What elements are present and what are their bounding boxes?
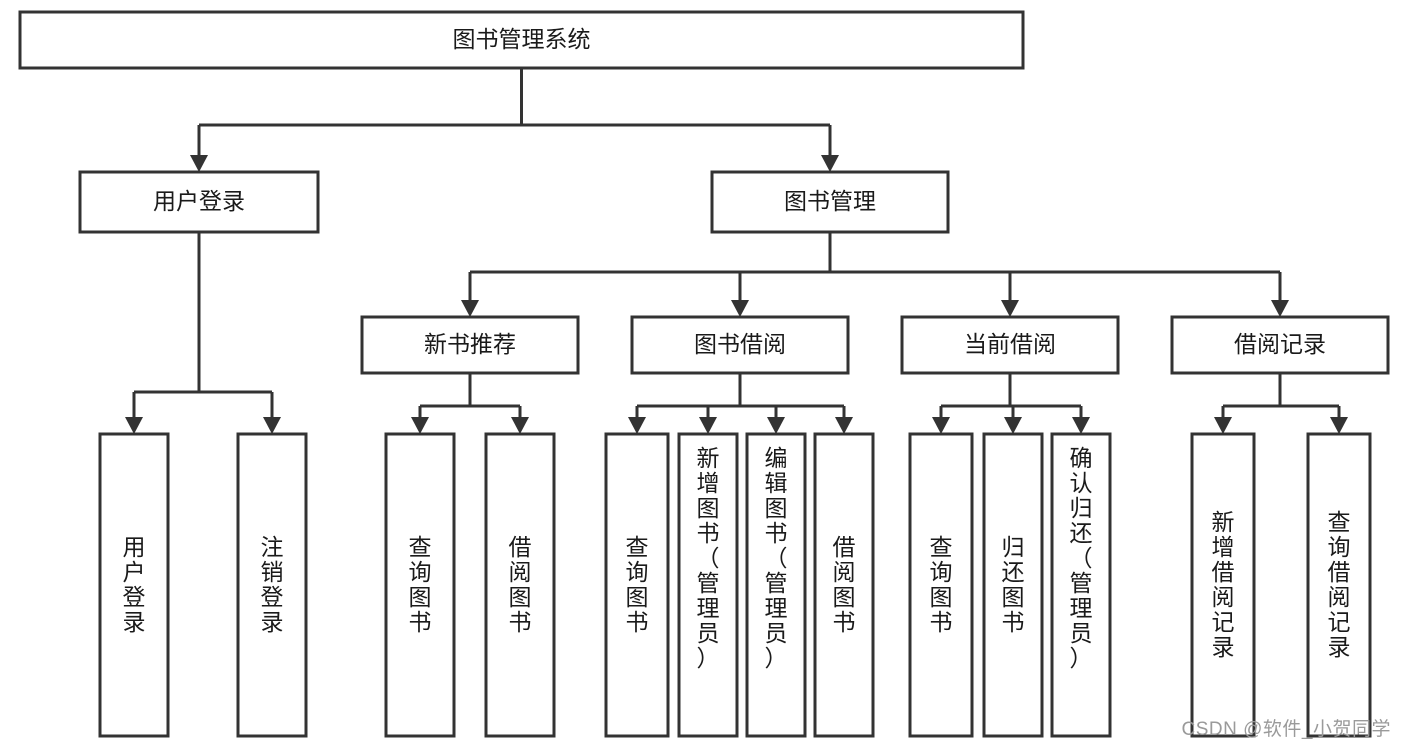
node-box[interactable] [360,315,580,375]
node-label: 用户登录 [123,534,146,635]
node-label: 查询图书 [930,534,953,635]
node-box[interactable] [900,315,1120,375]
node-label: 用户登录 [153,188,245,214]
conn-current-borrow-arrow-0 [932,417,950,434]
conn-borrow-record-arrow-0 [1214,417,1232,434]
conn-book-borrow-arrow-1 [699,417,717,434]
conn-new-book-recommend-arrow-1 [511,417,529,434]
node-book-borrow[interactable]: 图书借阅 [630,315,850,375]
node-label: 图书借阅 [694,331,786,357]
node-box[interactable] [484,432,556,738]
node-label: 查询借阅记录 [1328,509,1351,660]
node-box[interactable] [1050,432,1112,738]
conn-book-management-arrow-0 [461,300,479,317]
node-book-management[interactable]: 图书管理 [710,170,950,234]
node-leaf-query-record[interactable]: 查询借阅记录 [1306,432,1372,738]
node-box[interactable] [710,170,950,234]
conn-book-borrow-arrow-2 [767,417,785,434]
node-borrow-record[interactable]: 借阅记录 [1170,315,1390,375]
node-label: 新增图书（管理员） [697,445,720,671]
node-leaf-confirm-return[interactable]: 确认归还（管理员） [1050,432,1112,738]
node-label: 查询图书 [626,534,649,635]
node-leaf-borrow-book-new[interactable]: 借阅图书 [484,432,556,738]
node-leaf-edit-book[interactable]: 编辑图书（管理员） [745,432,807,738]
node-box[interactable] [982,432,1044,738]
conn-borrow-record-arrow-1 [1330,417,1348,434]
node-box[interactable] [1306,432,1372,738]
node-new-book-recommend[interactable]: 新书推荐 [360,315,580,375]
node-user-login[interactable]: 用户登录 [78,170,320,234]
node-leaf-add-record[interactable]: 新增借阅记录 [1190,432,1256,738]
node-label: 查询图书 [409,534,432,635]
conn-user-login-arrow-1 [263,417,281,434]
node-box[interactable] [236,432,308,738]
node-box[interactable] [745,432,807,738]
node-label: 借阅图书 [833,534,856,635]
node-leaf-user-login[interactable]: 用户登录 [98,432,170,738]
conn-book-management-arrow-1 [731,300,749,317]
node-label: 注销登录 [261,534,284,635]
conn-user-login-arrow-0 [125,417,143,434]
node-box[interactable] [813,432,875,738]
node-leaf-query-book-borrow[interactable]: 查询图书 [604,432,670,738]
node-label: 图书管理 [784,188,876,214]
node-label: 借阅图书 [509,534,532,635]
node-label: 新增借阅记录 [1212,509,1235,660]
node-label: 确认归还（管理员） [1070,445,1093,671]
conn-current-borrow-arrow-1 [1004,417,1022,434]
connectors-layer [125,68,1348,434]
node-box[interactable] [604,432,670,738]
node-leaf-add-book[interactable]: 新增图书（管理员） [677,432,739,738]
conn-book-borrow-arrow-3 [835,417,853,434]
node-leaf-query-book-new[interactable]: 查询图书 [384,432,456,738]
conn-new-book-recommend-arrow-0 [411,417,429,434]
conn-book-management-arrow-2 [1001,300,1019,317]
node-current-borrow[interactable]: 当前借阅 [900,315,1120,375]
conn-root-arrow-1 [821,155,839,172]
node-leaf-query-book-current[interactable]: 查询图书 [908,432,974,738]
nodes-layer: 图书管理系统用户登录图书管理新书推荐图书借阅当前借阅借阅记录用户登录注销登录查询… [18,10,1390,738]
conn-current-borrow-arrow-2 [1072,417,1090,434]
conn-book-management-arrow-3 [1271,300,1289,317]
node-label: 归还图书 [1002,534,1025,635]
conn-book-borrow-arrow-0 [628,417,646,434]
node-leaf-logout[interactable]: 注销登录 [236,432,308,738]
node-box[interactable] [630,315,850,375]
node-label: 借阅记录 [1234,331,1326,357]
node-root[interactable]: 图书管理系统 [18,10,1025,70]
node-box[interactable] [78,170,320,234]
node-leaf-return-book[interactable]: 归还图书 [982,432,1044,738]
conn-root-arrow-0 [190,155,208,172]
node-label: 当前借阅 [964,331,1056,357]
node-box[interactable] [677,432,739,738]
node-leaf-borrow-book[interactable]: 借阅图书 [813,432,875,738]
node-label: 图书管理系统 [453,26,591,52]
node-box[interactable] [908,432,974,738]
node-label: 新书推荐 [424,331,516,357]
node-box[interactable] [384,432,456,738]
node-box[interactable] [98,432,170,738]
node-box[interactable] [18,10,1025,70]
node-box[interactable] [1170,315,1390,375]
node-box[interactable] [1190,432,1256,738]
node-label: 编辑图书（管理员） [765,445,788,671]
